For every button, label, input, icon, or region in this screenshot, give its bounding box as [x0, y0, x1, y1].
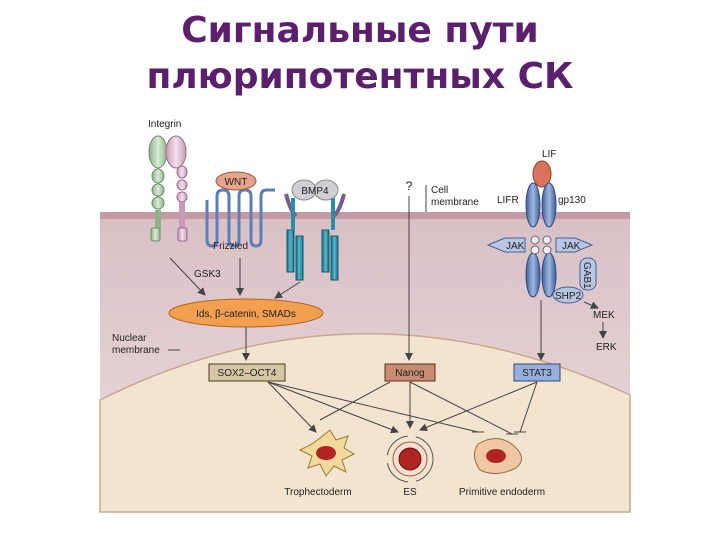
shp2-label: SHP2 [555, 291, 582, 302]
integrin-label: Integrin [148, 119, 181, 130]
frizzled-receptor [205, 188, 275, 248]
ids-complex-label: Ids, β-catenin, SMADs [196, 309, 296, 320]
regulation-lines [267, 381, 538, 435]
nuclear-membrane-label: Nuclear [112, 333, 147, 344]
lif-label: LIF [542, 149, 556, 160]
nanog-label: Nanog [395, 368, 424, 379]
jak-right-label: JAK [562, 241, 581, 252]
sox2-oct4-box [208, 363, 286, 382]
bmp4-receptor [284, 179, 346, 281]
trophectoderm-cell [298, 429, 356, 477]
stat3-box [513, 363, 561, 382]
jak-right [555, 237, 594, 253]
unknown-receptor-label: ? [406, 179, 413, 193]
sox2-oct4-label: SOX2–OCT4 [218, 368, 277, 379]
cell-membrane-label: Cell [431, 185, 448, 196]
es-label: ES [403, 487, 417, 498]
bmp4-label: BMP4 [301, 186, 329, 197]
jak-left [486, 237, 526, 253]
wnt-label: WNT [225, 177, 248, 188]
slide-title-line-2: плюрипотентных СК [146, 56, 574, 97]
gp130-label: gp130 [558, 195, 586, 206]
gab1-protein [579, 257, 597, 291]
lifr-label: LIFR [497, 195, 519, 206]
es-cell [386, 435, 434, 483]
stat3-label: STAT3 [522, 368, 552, 379]
cell-membrane-label-2: membrane [431, 197, 479, 208]
wnt-ligand [215, 171, 257, 191]
cell-membrane [100, 212, 630, 219]
frizzled-label: Frizzled [213, 241, 248, 252]
slide-title-line-1: Сигнальные пути [181, 10, 539, 51]
shp2-protein [552, 286, 584, 304]
nanog-box [384, 363, 436, 382]
erk-label: ERK [596, 342, 617, 353]
primitive-endoderm-label: Primitive endoderm [459, 487, 545, 498]
nuclear-membrane-label-2: membrane [112, 345, 160, 356]
lif-ligand [532, 160, 552, 188]
integrin-receptor [148, 135, 188, 242]
lifr-gp130-receptor [525, 182, 557, 298]
primitive-endoderm-cell [474, 438, 522, 474]
mek-label: MEK [593, 310, 615, 321]
gab1-label: GAB1 [581, 262, 592, 289]
jak-left-label: JAK [506, 241, 525, 252]
trophectoderm-label: Trophectoderm [284, 487, 351, 498]
gsk3-label: GSK3 [194, 269, 221, 280]
